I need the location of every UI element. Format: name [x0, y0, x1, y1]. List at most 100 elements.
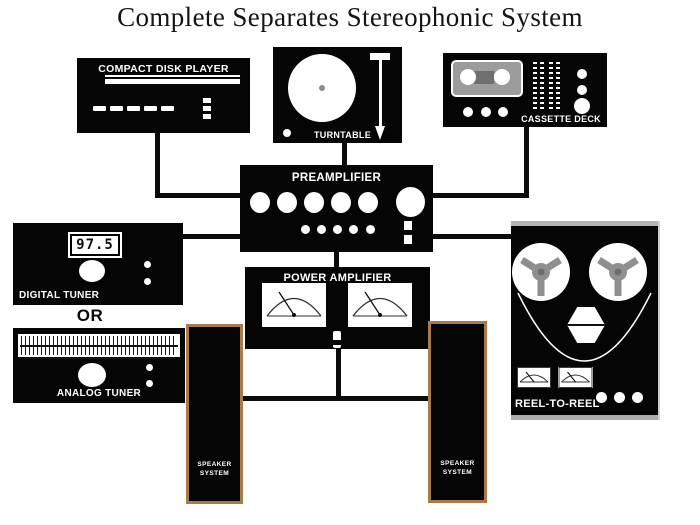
reel-to-reel-label: REEL-TO-REEL [515, 398, 600, 410]
cassette-shell-icon [451, 60, 523, 97]
vu-meter-icon [348, 283, 412, 327]
dial-pointer-line [20, 345, 178, 347]
vu-meter-icon [262, 283, 326, 327]
wire-preamp-to-poweramp [334, 251, 339, 268]
preamplifier-box: PREAMPLIFIER [240, 165, 433, 252]
wire-preamp-to-reel [431, 234, 513, 239]
tuning-knob-icon [78, 363, 106, 387]
vu-meter-face [352, 291, 408, 317]
trim-bottom [511, 415, 660, 420]
preamp-knob-icon [250, 192, 270, 213]
cd-button-icon [144, 106, 157, 111]
digital-tuner-label: DIGITAL TUNER [19, 290, 100, 301]
wire-cd-to-preamp-horizontal [155, 193, 242, 198]
preamp-knob-icon [277, 192, 297, 213]
preamp-button-icon [366, 225, 375, 234]
preamp-volume-knob-icon [396, 187, 425, 217]
cassette-deck-box: CASSETTE DECK [443, 53, 607, 127]
frequency-value: 97.5 [70, 234, 120, 256]
diagram-title: Complete Separates Stereophonic System [117, 2, 583, 32]
analog-tuner-box: ANALOG TUNER [13, 328, 185, 403]
cd-tray-icon [105, 75, 240, 84]
trim-right [658, 221, 660, 420]
amp-switch-icon [333, 331, 341, 348]
preamplifier-label: PREAMPLIFIER [291, 172, 382, 184]
vu-meter-icon [517, 367, 551, 388]
cd-player-label: COMPACT DISK PLAYER [98, 63, 229, 75]
cassette-window-icon [474, 71, 494, 84]
meter-divider [553, 62, 556, 110]
reel-button-icon [614, 392, 625, 403]
power-amplifier-label: POWER AMPLIFIER [283, 272, 392, 284]
deck-button-icon [498, 107, 508, 117]
speaker-label-line2: SYSTEM [199, 469, 230, 477]
cd-button-icon [161, 106, 174, 111]
level-meter-column-icon [533, 62, 544, 110]
head-cover-line [567, 324, 605, 326]
preamp-knob-icon [358, 192, 378, 213]
turntable-switch-icon [283, 129, 291, 137]
cassette-deck-label: CASSETTE DECK [521, 114, 601, 124]
platter-spindle-icon [319, 85, 325, 91]
speaker-label-line1: SPEAKER [440, 460, 475, 467]
speaker-right-label: SPEAKER SYSTEM [431, 460, 484, 477]
speaker-left-label: SPEAKER SYSTEM [189, 461, 240, 478]
tonearm-headshell-icon [370, 53, 390, 60]
vu-meter-face [558, 367, 593, 388]
tuner-button-icon [144, 261, 151, 268]
or-label: OR [76, 306, 104, 325]
reel-hub-icon [597, 257, 639, 296]
preamp-button-icon [317, 225, 326, 234]
tuning-dial-icon [18, 334, 180, 357]
digital-tuner-box: 97.5 DIGITAL TUNER [13, 223, 183, 305]
reel-button-icon [596, 392, 607, 403]
turntable-label: TURNTABLE [313, 130, 372, 140]
tuner-button-icon [144, 278, 151, 285]
preamp-switch-icon [404, 221, 412, 244]
cd-button-icon [93, 106, 106, 111]
meter-divider [537, 62, 540, 110]
cassette-hub-icon [460, 69, 476, 85]
tuner-button-icon [146, 380, 153, 387]
cd-button-icon [127, 106, 140, 111]
tape-reel-icon [589, 243, 647, 301]
turntable-platter-icon [288, 54, 356, 122]
wire-tuner-to-preamp [181, 234, 242, 239]
preamp-knob-icon [331, 192, 351, 213]
deck-button-icon [463, 107, 473, 117]
turntable-box: TURNTABLE [273, 47, 402, 143]
tonearm-shaft-icon [379, 60, 382, 127]
trim-top [511, 221, 660, 226]
tuning-knob-icon [79, 260, 105, 282]
wire-poweramp-down [336, 348, 341, 401]
power-amplifier-box: POWER AMPLIFIER [245, 267, 430, 349]
deck-knob-icon [577, 69, 587, 79]
speaker-left-box: SPEAKER SYSTEM [186, 324, 243, 504]
preamp-button-icon [301, 225, 310, 234]
wire-turntable-to-preamp [342, 142, 347, 167]
vu-meter-icon [558, 367, 593, 388]
deck-knob-icon [577, 85, 587, 95]
cd-player-box: COMPACT DISK PLAYER [77, 58, 250, 133]
wire-cd-to-preamp-vertical [155, 133, 160, 198]
tape-reel-icon [512, 243, 570, 301]
speaker-right-box: SPEAKER SYSTEM [428, 321, 487, 503]
reel-hub-icon [520, 257, 562, 296]
deck-button-icon [481, 107, 491, 117]
reel-button-icon [632, 392, 643, 403]
preamp-button-icon [333, 225, 342, 234]
frequency-display: 97.5 [68, 232, 122, 258]
vu-meter-face [266, 291, 322, 317]
wire-cassette-to-preamp-horizontal [431, 193, 529, 198]
cd-button-icon [110, 106, 123, 111]
level-meter-column-icon [549, 62, 560, 110]
preamp-button-icon [349, 225, 358, 234]
vu-meter-face [517, 367, 551, 388]
preamp-knob-icon [304, 192, 324, 213]
cassette-hub-icon [494, 69, 510, 85]
wire-cassette-to-preamp-vertical [524, 127, 529, 198]
tape-path-icon [517, 292, 652, 362]
tuner-button-icon [146, 364, 153, 371]
speaker-label-line2: SYSTEM [442, 468, 473, 476]
